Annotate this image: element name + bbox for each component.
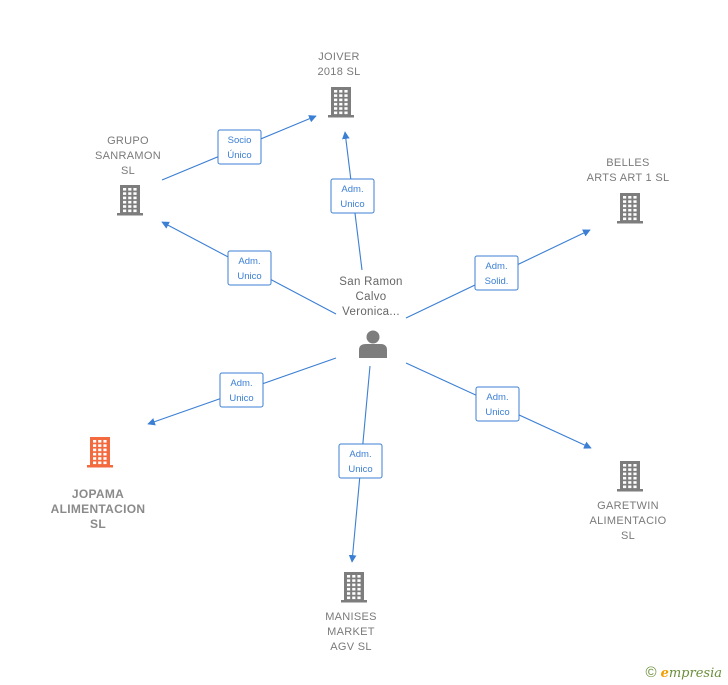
edge-label-box[interactable] [475, 386, 520, 422]
center-name-line: San Ramon [339, 276, 402, 288]
edge-label-text: Adm. [349, 449, 371, 460]
node-joiver[interactable]: JOIVER 2018 SL [317, 51, 360, 118]
brand-footer: ©empresia [646, 664, 722, 681]
node-grupo[interactable]: GRUPO SANRAMON SL [95, 135, 161, 216]
company-name-line: MARKET [327, 626, 375, 638]
edges-layer: SocioÚnicoAdm.UnicoAdm.UnicoAdm.Solid.Ad… [147, 115, 592, 563]
edge-label-text: Adm. [238, 256, 260, 267]
brand-logo-initial: e [660, 666, 669, 681]
company-name-line: JOPAMA [72, 487, 124, 501]
building-icon [341, 572, 367, 603]
company-name-line: GRUPO [107, 135, 149, 147]
edge-label-text: Socio [228, 135, 252, 146]
edge-label-box[interactable] [219, 372, 264, 408]
company-name-line: ALIMENTACION [51, 502, 146, 516]
company-name-line: AGV SL [330, 641, 372, 653]
edge-label-box[interactable] [338, 443, 383, 479]
node-manises[interactable]: MANISES MARKET AGV SL [325, 572, 377, 653]
edge-label-text: Unico [485, 407, 509, 418]
company-name-line: GARETWIN [597, 500, 659, 512]
edge-label-text: Único [227, 150, 251, 161]
node-garetwin[interactable]: GARETWIN ALIMENTACIO SL [589, 461, 666, 542]
edge-label-text: Unico [348, 464, 372, 475]
edge-center-manises: Adm. Unico [338, 365, 383, 563]
node-belles[interactable]: BELLES ARTS ART 1 SL [587, 157, 670, 224]
company-name-line: JOIVER [318, 51, 360, 63]
edge-label-box[interactable] [227, 250, 272, 286]
node-center-person[interactable]: San RamonCalvoVeronica... [339, 276, 402, 358]
company-name-line: SL [621, 530, 635, 542]
edge-label-text: Solid. [485, 276, 509, 287]
edge-center-grupo: Adm. Unico [161, 221, 337, 315]
center-name-line: Calvo [356, 291, 387, 303]
building-icon [617, 193, 643, 224]
brand-logo-text: mpresia [668, 666, 722, 681]
edge-label-text: Adm. [230, 378, 252, 389]
edge-center-belles: Adm. Solid. [405, 229, 591, 319]
edge-center-garetwin: Adm. Unico [405, 362, 592, 449]
copyright-symbol: © [645, 664, 657, 681]
company-name-line: 2018 SL [317, 66, 360, 78]
company-name-line: ALIMENTACIO [589, 515, 666, 527]
building-icon [87, 437, 113, 468]
edge-label-box[interactable] [330, 178, 375, 214]
edge-label-text: Adm. [486, 392, 508, 403]
edge-label-text: Unico [237, 271, 261, 282]
company-name-line: ARTS ART 1 SL [587, 172, 670, 184]
center-name-line: Veronica... [342, 306, 400, 318]
person-icon [359, 330, 387, 358]
edge-center-joiver: Adm. Unico [330, 131, 375, 271]
edge-label-box[interactable] [217, 129, 262, 165]
edge-label-text: Unico [229, 393, 253, 404]
edge-label-text: Adm. [341, 184, 363, 195]
building-icon [617, 461, 643, 492]
company-name-line: SANRAMON [95, 150, 161, 162]
building-icon [117, 185, 143, 216]
edge-center-jopama: Adm. Unico [147, 357, 337, 426]
edge-label-text: Adm. [485, 261, 507, 272]
building-icon [328, 87, 354, 118]
company-name-line: BELLES [606, 157, 649, 169]
company-name-line: MANISES [325, 611, 377, 623]
edge-label-text: Unico [340, 199, 364, 210]
company-name-line: SL [121, 165, 135, 177]
company-name-line: SL [90, 517, 106, 531]
edge-label-box[interactable] [474, 255, 519, 291]
